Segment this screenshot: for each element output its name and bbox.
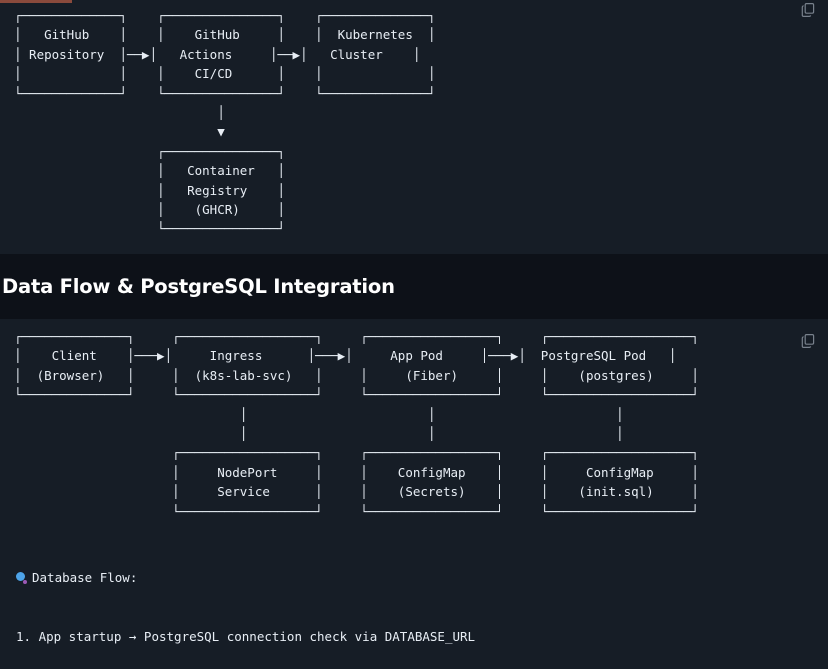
cicd-pipeline-ascii: ┌─────────────┐ ┌───────────────┐ ┌─────… — [14, 8, 436, 237]
magnifier-icon — [16, 572, 28, 585]
cicd-pipeline-panel: ┌─────────────┐ ┌───────────────┐ ┌─────… — [0, 0, 828, 254]
database-flow-title-row: Database Flow: — [16, 568, 828, 588]
dataflow-panel: ┌──────────────┐ ┌──────────────────┐ ┌─… — [0, 319, 828, 669]
dataflow-ascii: ┌──────────────┐ ┌──────────────────┐ ┌─… — [14, 329, 699, 519]
database-flow-block: Database Flow: 1. App startup → PostgreS… — [0, 521, 828, 669]
copy-icon[interactable] — [800, 333, 816, 349]
list-item: 1. App startup → PostgreSQL connection c… — [16, 629, 476, 645]
page-title: Data Flow & PostgreSQL Integration — [2, 275, 395, 298]
section-heading-band: Data Flow & PostgreSQL Integration — [0, 254, 828, 319]
top-accent-bar — [0, 0, 72, 3]
copy-icon[interactable] — [800, 2, 816, 18]
database-flow-title: Database Flow: — [32, 570, 138, 586]
